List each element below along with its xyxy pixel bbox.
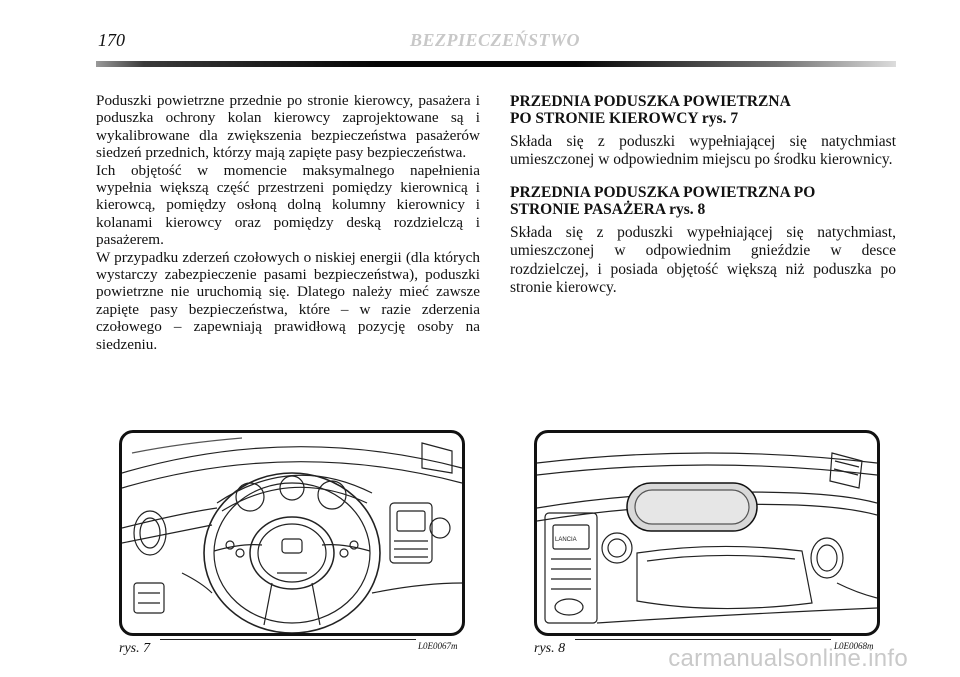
figure-driver-airbag-illustration <box>119 430 465 636</box>
watermark: carmanualsonline.info <box>668 645 908 672</box>
figure-caption: rys. 7 <box>119 641 151 656</box>
figure-code: L0E0068m <box>834 641 874 651</box>
figure-reference: rys. 7 <box>701 110 739 127</box>
passenger-dashboard-illustration: LANCIA <box>537 452 877 624</box>
header-rule <box>96 61 896 67</box>
section-title: BEZPIECZEŃSTWO <box>410 30 581 50</box>
figure-reference: rys. 8 <box>669 200 706 218</box>
heading-line: PO STRONIE KIEROWCY <box>510 110 699 127</box>
caption-rule <box>575 639 831 640</box>
section-body: Składa się z poduszki wypełniającej się … <box>510 133 896 169</box>
page-number: 170 <box>98 30 125 50</box>
logo-text: LANCIA <box>555 537 577 543</box>
caption-rule <box>160 639 416 640</box>
section-body: Składa się z poduszki wypełniającej się … <box>510 223 896 297</box>
section-heading-driver-airbag: PRZEDNIA PODUSZKA POWIETRZNA PO STRONIE … <box>510 93 896 127</box>
steering-wheel-illustration <box>122 437 462 633</box>
paragraph: W przypadku zderzeń czołowych o niskiej … <box>96 248 480 353</box>
paragraph: Ich objętość w momencie maksymalnego nap… <box>96 161 480 249</box>
heading-line: PRZEDNIA PODUSZKA POWIETRZNA <box>510 93 791 110</box>
right-column: PRZEDNIA PODUSZKA POWIETRZNA PO STRONIE … <box>510 93 896 297</box>
heading-line: STRONIE PASAŻERA <box>510 200 666 218</box>
paragraph: Poduszki powietrzne przednie po stronie … <box>96 92 480 162</box>
heading-line: PRZEDNIA PODUSZKA POWIETRZNA PO <box>510 183 816 201</box>
figure-caption: rys. 8 <box>534 641 566 656</box>
section-heading-passenger-airbag: PRZEDNIA PODUSZKA POWIETRZNA PO STRONIE … <box>510 184 896 218</box>
figure-passenger-airbag-illustration: LANCIA <box>534 430 880 636</box>
left-column: Poduszki powietrzne przednie po stronie … <box>96 92 480 353</box>
figure-code: L0E0067m <box>418 641 458 651</box>
